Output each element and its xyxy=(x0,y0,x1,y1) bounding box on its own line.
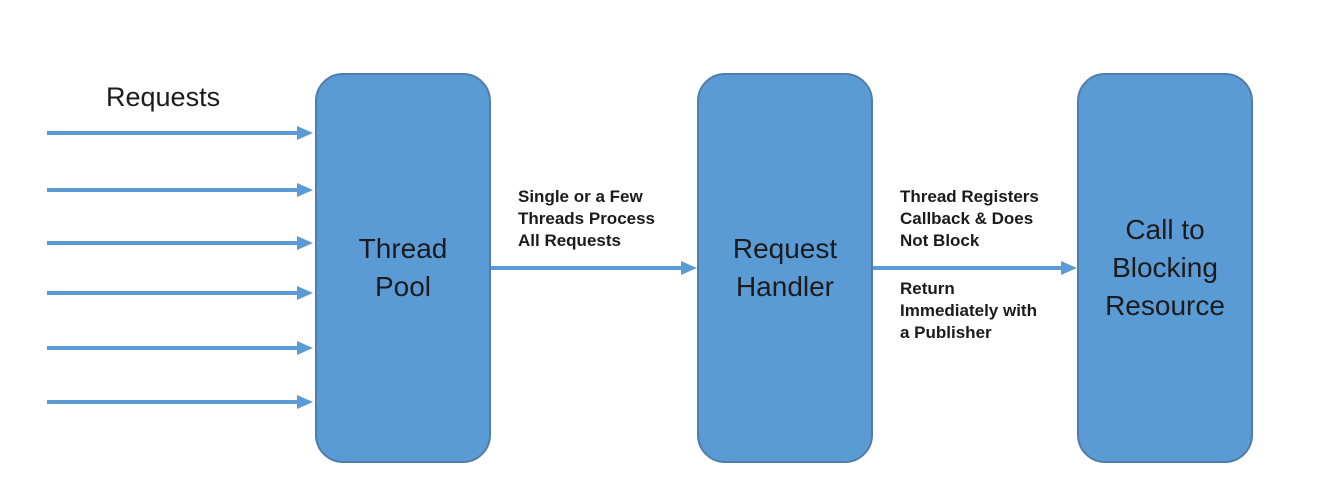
arrow-shaft xyxy=(47,291,300,295)
node-thread-pool: Thread Pool xyxy=(315,73,491,463)
edge-label-handler-returns: Return Immediately with a Publisher xyxy=(900,279,1037,342)
arrow-shaft xyxy=(47,131,300,135)
node-blocking-resource: Call to Blocking Resource xyxy=(1077,73,1253,463)
incoming-request-arrow xyxy=(47,395,313,409)
arrow-shaft xyxy=(47,400,300,404)
arrow-shaft xyxy=(491,266,684,270)
node-request-handler: Request Handler xyxy=(697,73,873,463)
arrow-shaft xyxy=(47,188,300,192)
incoming-request-arrow xyxy=(47,286,313,300)
arrow-head xyxy=(1061,261,1077,275)
arrow-head xyxy=(297,341,313,355)
connector-pool-to-handler-arrow xyxy=(491,261,697,275)
arrow-head xyxy=(297,236,313,250)
incoming-request-arrow xyxy=(47,341,313,355)
arrow-head xyxy=(297,286,313,300)
edge-label-pool-to-handler: Single or a Few Threads Process All Requ… xyxy=(518,187,656,250)
arrow-shaft xyxy=(47,241,300,245)
arrow-shaft xyxy=(873,266,1064,270)
arrow-head xyxy=(297,183,313,197)
arrow-head xyxy=(297,395,313,409)
connector-handler-to-resource-arrow xyxy=(873,261,1077,275)
incoming-request-arrow xyxy=(47,236,313,250)
incoming-request-arrow xyxy=(47,126,313,140)
requests-label: Requests xyxy=(106,82,221,112)
edge-label-handler-registers: Thread Registers Callback & Does Not Blo… xyxy=(900,187,1039,250)
arrow-head xyxy=(681,261,697,275)
incoming-request-arrow xyxy=(47,183,313,197)
arrow-head xyxy=(297,126,313,140)
arrow-shaft xyxy=(47,346,300,350)
